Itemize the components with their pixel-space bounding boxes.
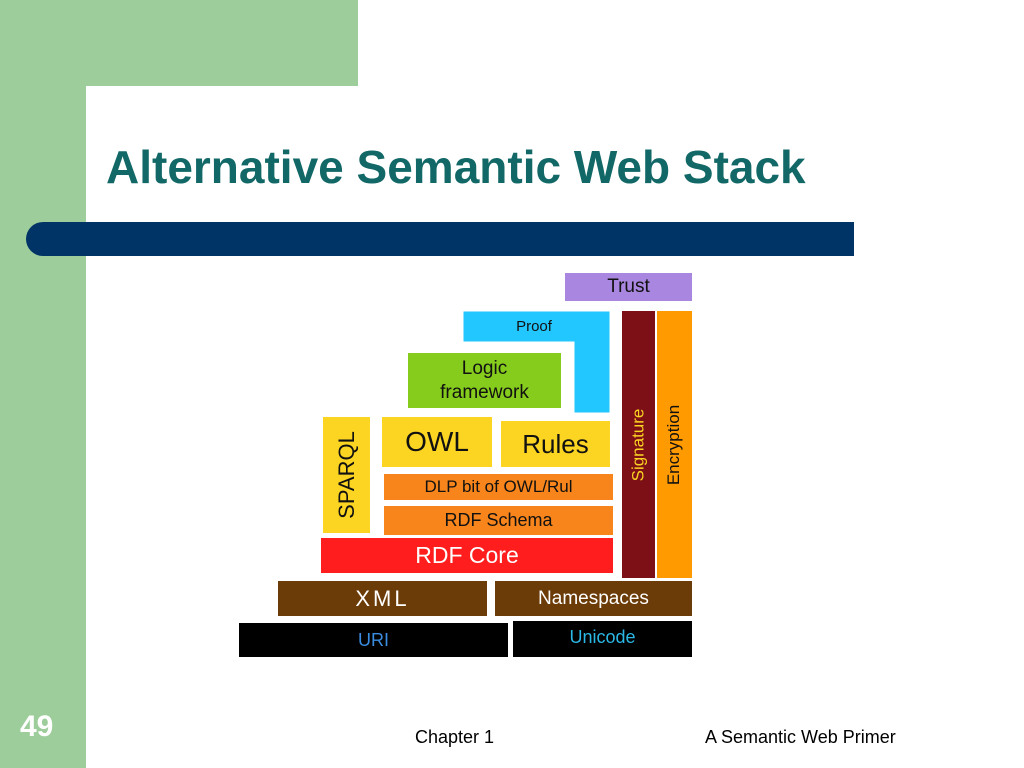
- encryption-layer: Encryption: [656, 310, 693, 579]
- namespaces-layer: Namespaces: [494, 580, 693, 617]
- owl-layer: OWL: [381, 416, 493, 468]
- logic-label-line2: framework: [440, 381, 529, 403]
- left-green-band: [0, 0, 86, 768]
- rules-layer: Rules: [500, 420, 611, 468]
- xml-label: XML: [355, 585, 410, 611]
- title-underline-bar: [26, 222, 854, 256]
- uri-label: URI: [358, 629, 389, 650]
- signature-label: Signature: [628, 408, 648, 481]
- footer-book-title: A Semantic Web Primer: [705, 727, 896, 747]
- proof-layer-shape: [462, 310, 611, 414]
- rdf-schema-label: RDF Schema: [444, 510, 553, 530]
- signature-layer: Signature: [621, 310, 656, 579]
- content-corner: [86, 86, 146, 146]
- rdf-core-label: RDF Core: [415, 542, 519, 568]
- owl-label: OWL: [405, 426, 469, 457]
- top-green-band: [0, 0, 358, 86]
- dlp-layer: DLP bit of OWL/Rul: [383, 473, 614, 501]
- trust-label: Trust: [607, 276, 650, 297]
- dlp-label: DLP bit of OWL/Rul: [424, 477, 573, 496]
- rules-label: Rules: [522, 428, 589, 459]
- unicode-layer: Unicode: [512, 620, 693, 658]
- footer-chapter: Chapter 1: [415, 727, 495, 747]
- rdf-core-layer: RDF Core: [320, 537, 614, 574]
- page-title: Alternative Semantic Web Stack: [106, 141, 806, 193]
- trust-layer: Trust: [564, 272, 693, 302]
- namespaces-label: Namespaces: [538, 587, 649, 609]
- sparql-label: SPARQL: [333, 431, 359, 519]
- xml-layer: XML: [277, 580, 488, 617]
- encryption-label: Encryption: [664, 404, 684, 485]
- logic-label-line1: Logic: [461, 357, 508, 379]
- rdf-schema-layer: RDF Schema: [383, 505, 614, 536]
- page-number: 49: [20, 710, 54, 743]
- uri-layer: URI: [238, 622, 509, 658]
- logic-framework-layer: Logic framework: [407, 352, 562, 409]
- unicode-label: Unicode: [569, 627, 636, 647]
- proof-label: Proof: [516, 317, 552, 335]
- proof-label-box: Proof: [500, 312, 568, 340]
- sparql-layer: SPARQL: [322, 416, 371, 534]
